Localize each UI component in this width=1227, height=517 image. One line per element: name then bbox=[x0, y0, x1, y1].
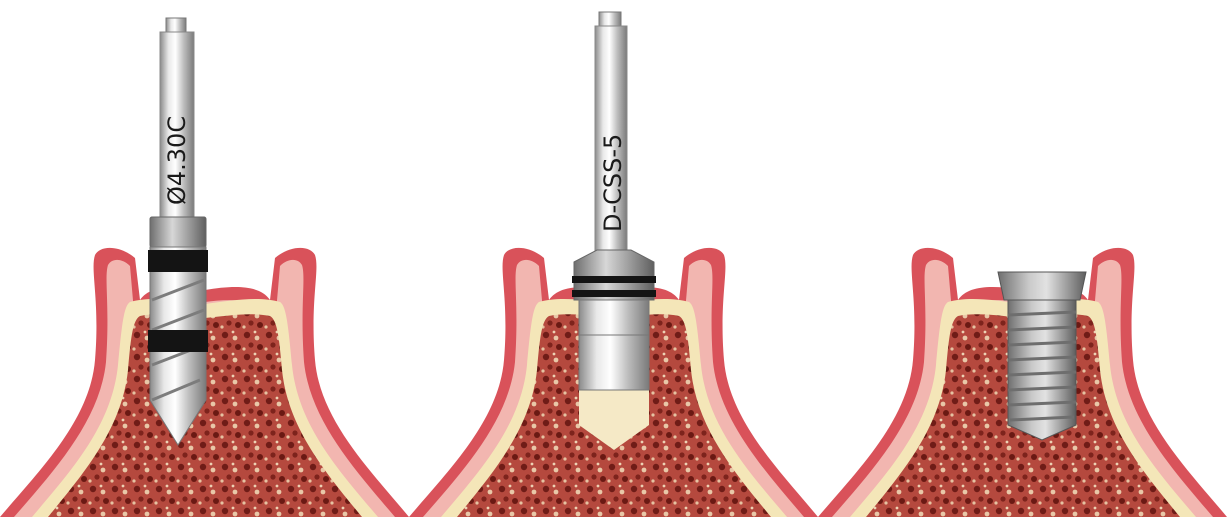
crestal-drill-diagram: D-CSS-5 bbox=[409, 0, 818, 517]
panel-crestal-drill: D-CSS-5 bbox=[409, 0, 818, 517]
drill-label: D-CSS-5 bbox=[599, 134, 627, 232]
drill-label: Ø4.30C bbox=[163, 116, 191, 205]
drilling-diagram: Ø4.30C bbox=[0, 0, 409, 517]
panel-drilling: Ø4.30C bbox=[0, 0, 409, 517]
implant-diagram bbox=[818, 0, 1227, 517]
twist-drill: Ø4.30C bbox=[148, 18, 208, 445]
depth-band-1 bbox=[148, 250, 208, 272]
dental-implant bbox=[998, 272, 1086, 440]
panel-implant bbox=[818, 0, 1227, 517]
depth-band-1 bbox=[572, 276, 656, 283]
depth-band-2 bbox=[572, 290, 656, 297]
crestal-bone-drill: D-CSS-5 bbox=[572, 12, 656, 390]
depth-band-2 bbox=[148, 330, 208, 352]
